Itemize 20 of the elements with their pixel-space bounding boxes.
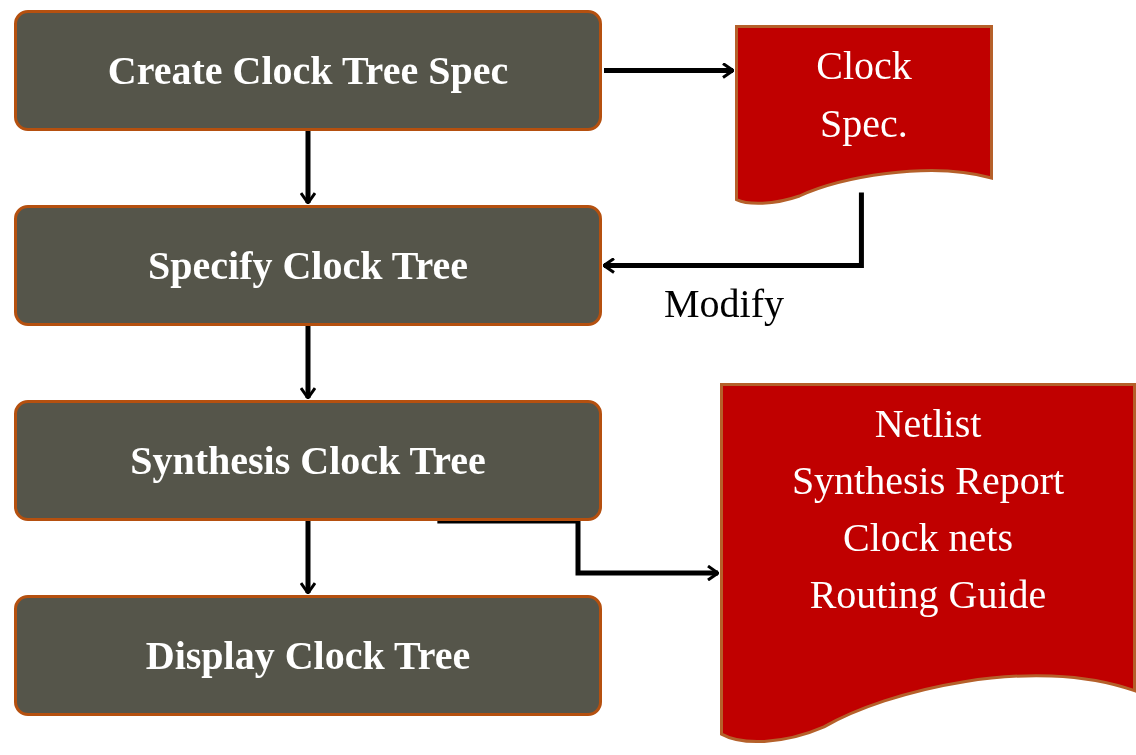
arrow — [299, 521, 317, 595]
node-text: Synthesis Report — [791, 457, 1065, 505]
node-text: Specify Clock Tree — [148, 241, 468, 290]
node-text: Netlist — [874, 400, 982, 448]
process-box — [14, 10, 602, 131]
node-text: Clock Spec. — [815, 42, 913, 148]
process-box — [14, 595, 602, 716]
arrow — [299, 131, 317, 205]
node-text: Display Clock Tree — [145, 631, 471, 680]
node-text: Clock nets — [843, 514, 1013, 562]
document-shape — [735, 25, 993, 205]
arrow — [602, 192, 864, 274]
node-text: Routing Guide — [809, 571, 1047, 619]
arrow — [604, 62, 735, 79]
document-shape — [720, 383, 1136, 745]
process-box — [14, 400, 602, 521]
node-text: Synthesis Clock Tree — [130, 436, 486, 485]
node-text: Create Clock Tree Spec — [107, 46, 509, 95]
process-box — [14, 205, 602, 326]
arrow — [299, 326, 317, 400]
